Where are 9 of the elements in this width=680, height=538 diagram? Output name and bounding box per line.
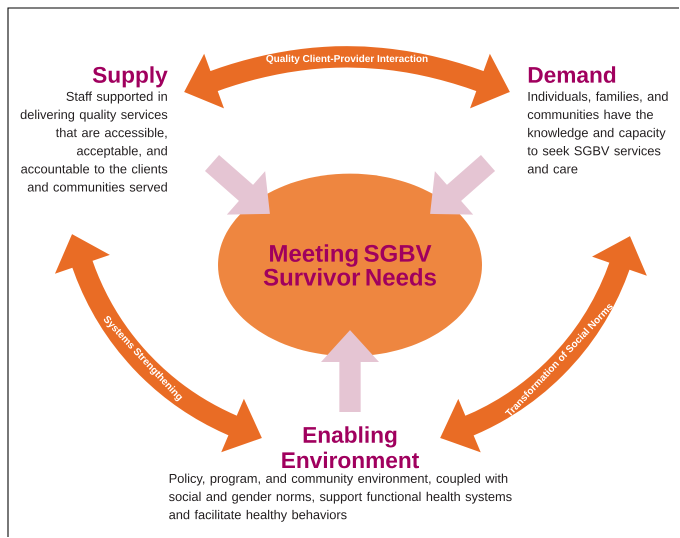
description: Staff supported in delivering quality services that are accessible, acceptable, and accountable to the clients and communities served <box>20 92 168 192</box>
edge-label: Quality Client-Provider Interaction <box>266 54 428 64</box>
description: Policy, program, and community environment, coupled with social and gender norms, support functional health systems and facilitate healthy behaviors <box>169 474 512 522</box>
heading: Demand <box>528 66 616 83</box>
ellipse <box>218 174 482 356</box>
title: Meeting SGBV Survivor Needs <box>264 244 436 286</box>
heading: Enabling Environment <box>282 426 419 468</box>
description: Individuals, families, and communities have the knowledge and capacity to seek SGBV services and care <box>527 92 668 174</box>
heading: Supply <box>92 66 168 88</box>
